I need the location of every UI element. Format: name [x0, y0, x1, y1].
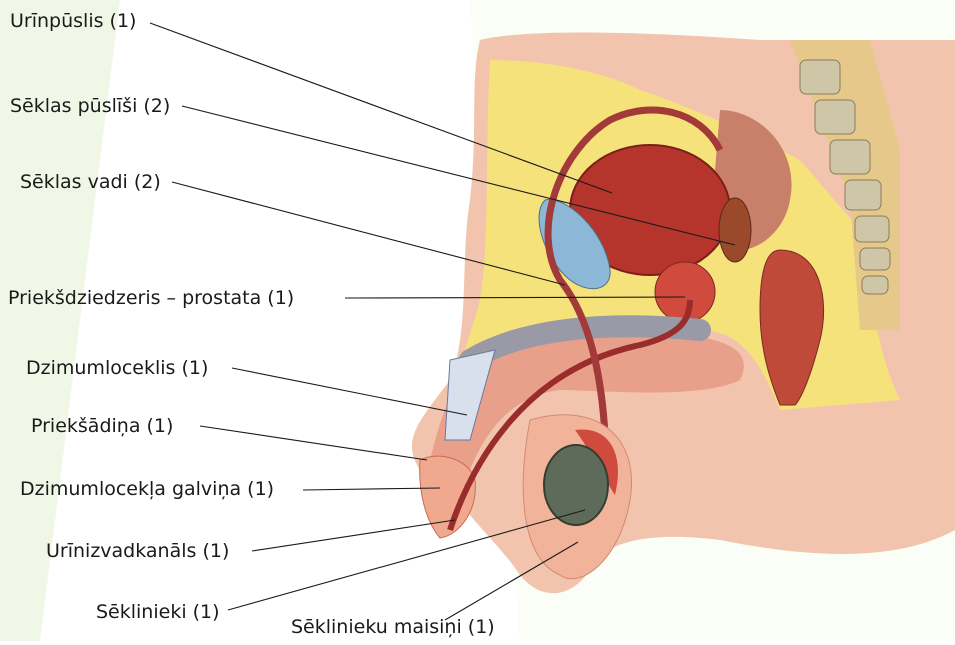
leader-line-6 [303, 488, 440, 490]
label-penis: Dzimumloceklis (1) [26, 357, 208, 379]
leader-line-4 [232, 368, 467, 415]
label-seminal-vesicles: Sēklas pūslīši (2) [10, 95, 170, 117]
glans [420, 456, 476, 538]
label-scrotum: Sēklinieku maisiņi (1) [291, 616, 495, 638]
label-testes: Sēklinieki (1) [96, 601, 220, 623]
label-prostate: Priekšdziedzeris – prostata (1) [8, 287, 294, 309]
leader-line-7 [252, 520, 455, 551]
label-foreskin: Priekšādiņa (1) [31, 415, 173, 437]
label-glans: Dzimumlocekļa galviņa (1) [20, 478, 274, 500]
label-urethra: Urīnizvadkanāls (1) [46, 540, 229, 562]
seminal-vesicle [719, 198, 751, 262]
leader-line-5 [200, 426, 427, 460]
label-vas-deferens: Sēklas vadi (2) [20, 171, 161, 193]
label-bladder: Urīnpūslis (1) [10, 10, 136, 32]
